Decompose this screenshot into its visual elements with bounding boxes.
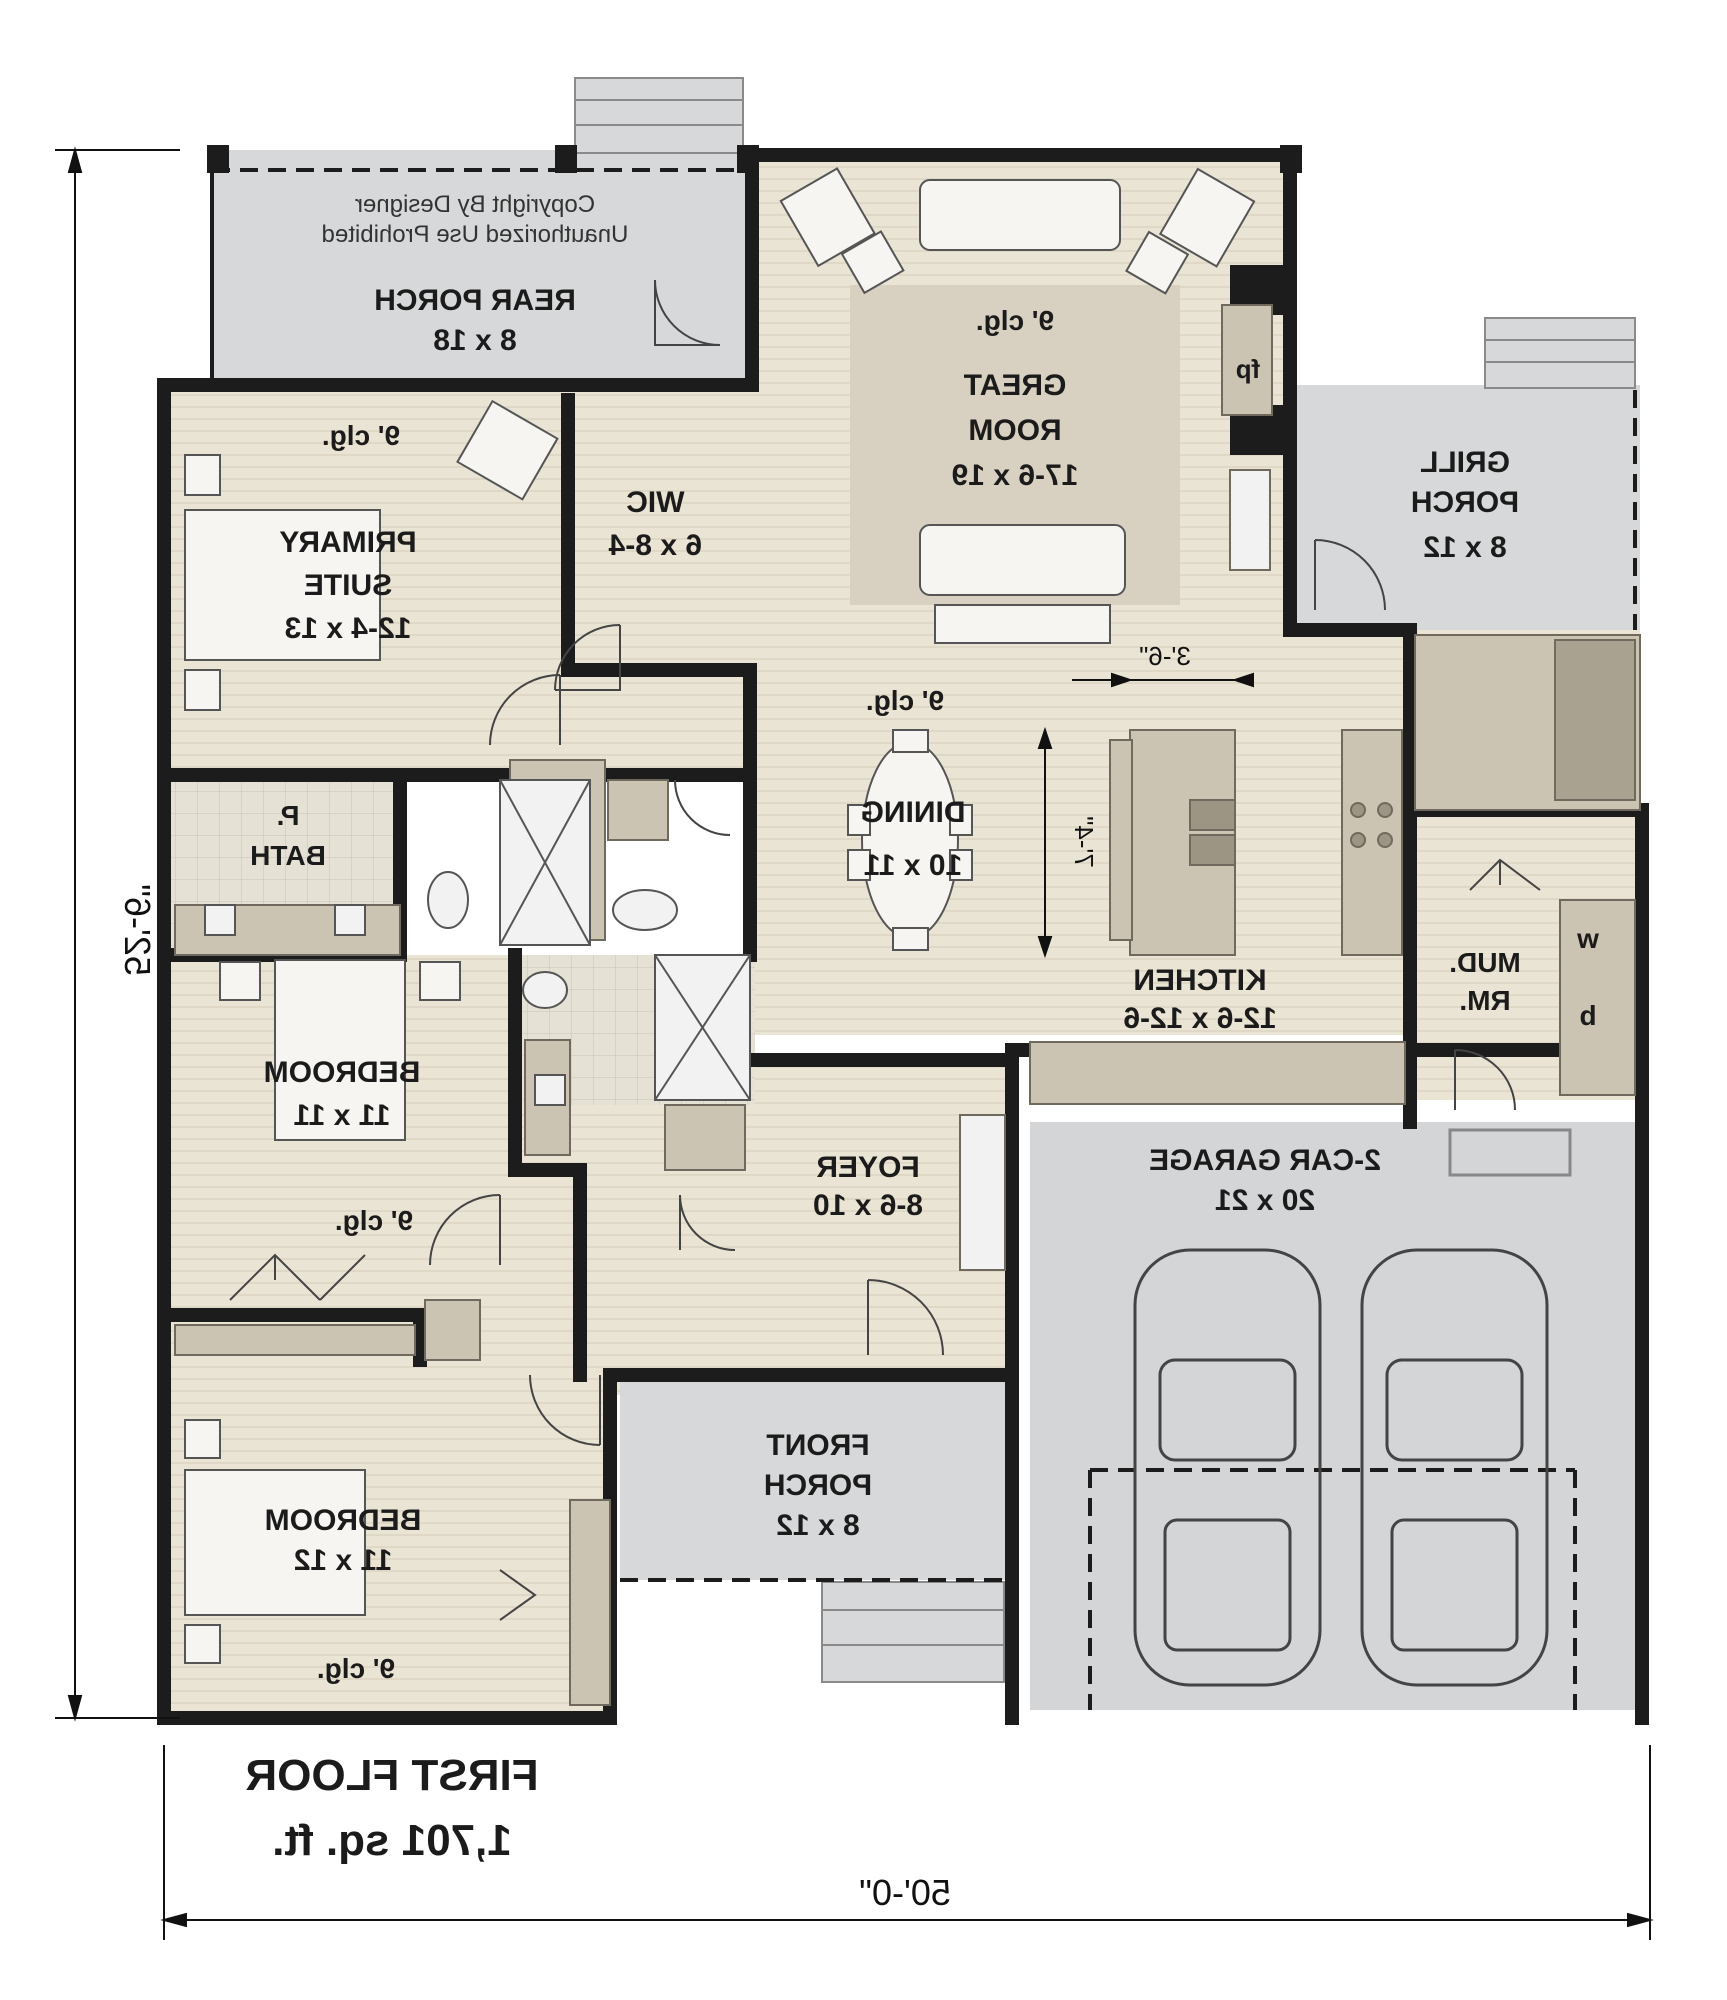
island-dimension: 7'-4" — [1069, 816, 1099, 868]
svg-text:2-CAR GARAGE: 2-CAR GARAGE — [1149, 1144, 1381, 1177]
thin-walls — [210, 150, 1637, 1710]
dining-ceiling-label: 9' clg. — [866, 685, 944, 716]
svg-text:BATH: BATH — [250, 840, 326, 871]
svg-text:10 x 11: 10 x 11 — [864, 849, 962, 882]
front-porch-area — [620, 1375, 1015, 1580]
great-room-label: 9' clg. GREAT ROOM 17-6 x 19 — [952, 305, 1079, 492]
bath-fixtures — [204, 779, 751, 1106]
garage-label: 2-CAR GARAGE 20 x 21 — [1149, 1144, 1381, 1217]
svg-text:8 x 18: 8 x 18 — [433, 324, 516, 357]
fireplace — [1221, 304, 1273, 416]
bedroom-1-label: BEDROOM 11 x 11 9' clg. — [264, 1056, 421, 1236]
svg-text:FOYER: FOYER — [816, 1151, 920, 1184]
garage-cars — [1133, 1128, 1572, 1687]
svg-text:6 x 8-4: 6 x 8-4 — [608, 529, 702, 562]
svg-text:GRILL: GRILL — [1420, 446, 1510, 479]
svg-text:REAR PORCH: REAR PORCH — [374, 284, 576, 317]
car-right — [1360, 1248, 1549, 1687]
furniture — [456, 167, 1256, 951]
svg-text:SUITE: SUITE — [304, 569, 392, 602]
svg-text:Copyright By Designer: Copyright By Designer — [355, 191, 595, 218]
primary-suite-label: 9' clg. PRIMARY SUITE 12-4 x 13 — [279, 420, 416, 645]
svg-text:WIC: WIC — [626, 486, 684, 519]
floor-area: 1,701 sq. ft. — [272, 1816, 512, 1865]
svg-text:FRONT: FRONT — [766, 1429, 869, 1462]
dimension-lines — [55, 146, 1654, 1940]
mud-room-label: MUD. RM. — [1449, 947, 1521, 1016]
copyright-note: Copyright By Designer Unauthorized Use P… — [322, 191, 629, 248]
svg-text:RM.: RM. — [1459, 985, 1510, 1016]
sofa-bottom — [919, 524, 1126, 596]
overall-width-dimension: 50'-0" — [859, 1872, 951, 1913]
svg-text:9' clg.: 9' clg. — [335, 1205, 413, 1236]
labels: Copyright By Designer Unauthorized Use P… — [117, 191, 1599, 1913]
foyer-label: FOYER 8-6 x 10 — [813, 1151, 923, 1222]
svg-text:8 x 12: 8 x 12 — [1423, 531, 1506, 564]
svg-text:8-6 x 10: 8-6 x 10 — [813, 1189, 923, 1222]
aisle-dimension: 3'-6" — [1139, 641, 1191, 671]
overall-depth-dimension: 52'-6" — [117, 884, 158, 976]
svg-text:GREAT: GREAT — [964, 369, 1067, 402]
dining-label: DINING 10 x 11 — [861, 796, 966, 882]
bedroom-2-label: BEDROOM 11 x 12 9' clg. — [265, 1504, 422, 1684]
grill-porch-steps — [1484, 317, 1636, 389]
svg-text:11 x 12: 11 x 12 — [294, 1544, 392, 1577]
svg-text:DINING: DINING — [861, 796, 966, 829]
svg-text:8 x 12: 8 x 12 — [776, 1509, 859, 1542]
svg-text:9' clg.: 9' clg. — [322, 420, 400, 451]
svg-text:P.: P. — [277, 800, 300, 831]
floor-title: FIRST FLOOR — [245, 1751, 538, 1800]
svg-text:ROOM: ROOM — [968, 414, 1061, 447]
sofa-top — [919, 179, 1121, 251]
svg-text:Unauthorized Use Prohibited: Unauthorized Use Prohibited — [322, 221, 629, 248]
primary-bed — [184, 509, 381, 661]
beds — [184, 454, 461, 1664]
svg-text:BEDROOM: BEDROOM — [265, 1504, 422, 1537]
svg-text:MUD.: MUD. — [1449, 947, 1521, 978]
kitchen-counter — [1029, 1041, 1406, 1105]
svg-text:20 x 21: 20 x 21 — [1215, 1184, 1315, 1217]
dryer-label: d — [1579, 1000, 1596, 1031]
grill-porch-area — [1290, 385, 1640, 630]
svg-text:11 x 11: 11 x 11 — [294, 1099, 391, 1132]
fireplace-label: fp — [1236, 354, 1261, 384]
rear-porch-steps — [574, 77, 744, 154]
grill-porch-label: GRILL PORCH 8 x 12 — [1411, 446, 1519, 564]
kitchen-label: KITCHEN 12-6 x 12-6 — [1123, 964, 1276, 1035]
dining-table — [861, 741, 959, 939]
svg-text:KITCHEN: KITCHEN — [1133, 964, 1266, 997]
washer-label: w — [1576, 923, 1599, 954]
svg-text:9' clg.: 9' clg. — [317, 1653, 395, 1684]
floor-title-block: FIRST FLOOR 1,701 sq. ft. — [245, 1751, 538, 1865]
powder-bath-label: P. BATH — [250, 800, 326, 871]
svg-text:17-6 x 19: 17-6 x 19 — [952, 459, 1079, 492]
garage-area — [1030, 1122, 1642, 1710]
svg-text:PRIMARY: PRIMARY — [279, 526, 416, 559]
svg-text:9' clg.: 9' clg. — [976, 305, 1054, 336]
bedroom-1-bed — [274, 959, 406, 1141]
front-porch-label: FRONT PORCH 8 x 12 — [764, 1429, 872, 1542]
svg-text:12-4 x 13: 12-4 x 13 — [285, 612, 412, 645]
rear-porch-label: REAR PORCH 8 x 18 — [374, 284, 576, 357]
svg-text:PORCH: PORCH — [1411, 486, 1519, 519]
svg-text:12-6 x 12-6: 12-6 x 12-6 — [1123, 1002, 1276, 1035]
front-porch-steps — [821, 1581, 1005, 1683]
car-left — [1133, 1248, 1322, 1687]
porch-areas — [210, 77, 1642, 1710]
svg-text:PORCH: PORCH — [764, 1469, 872, 1502]
wic-label: WIC 6 x 8-4 — [608, 486, 702, 562]
bedroom-2-bed — [184, 1469, 366, 1616]
island-stools — [1109, 739, 1133, 941]
svg-text:BEDROOM: BEDROOM — [264, 1056, 421, 1089]
doors — [229, 279, 1541, 1621]
